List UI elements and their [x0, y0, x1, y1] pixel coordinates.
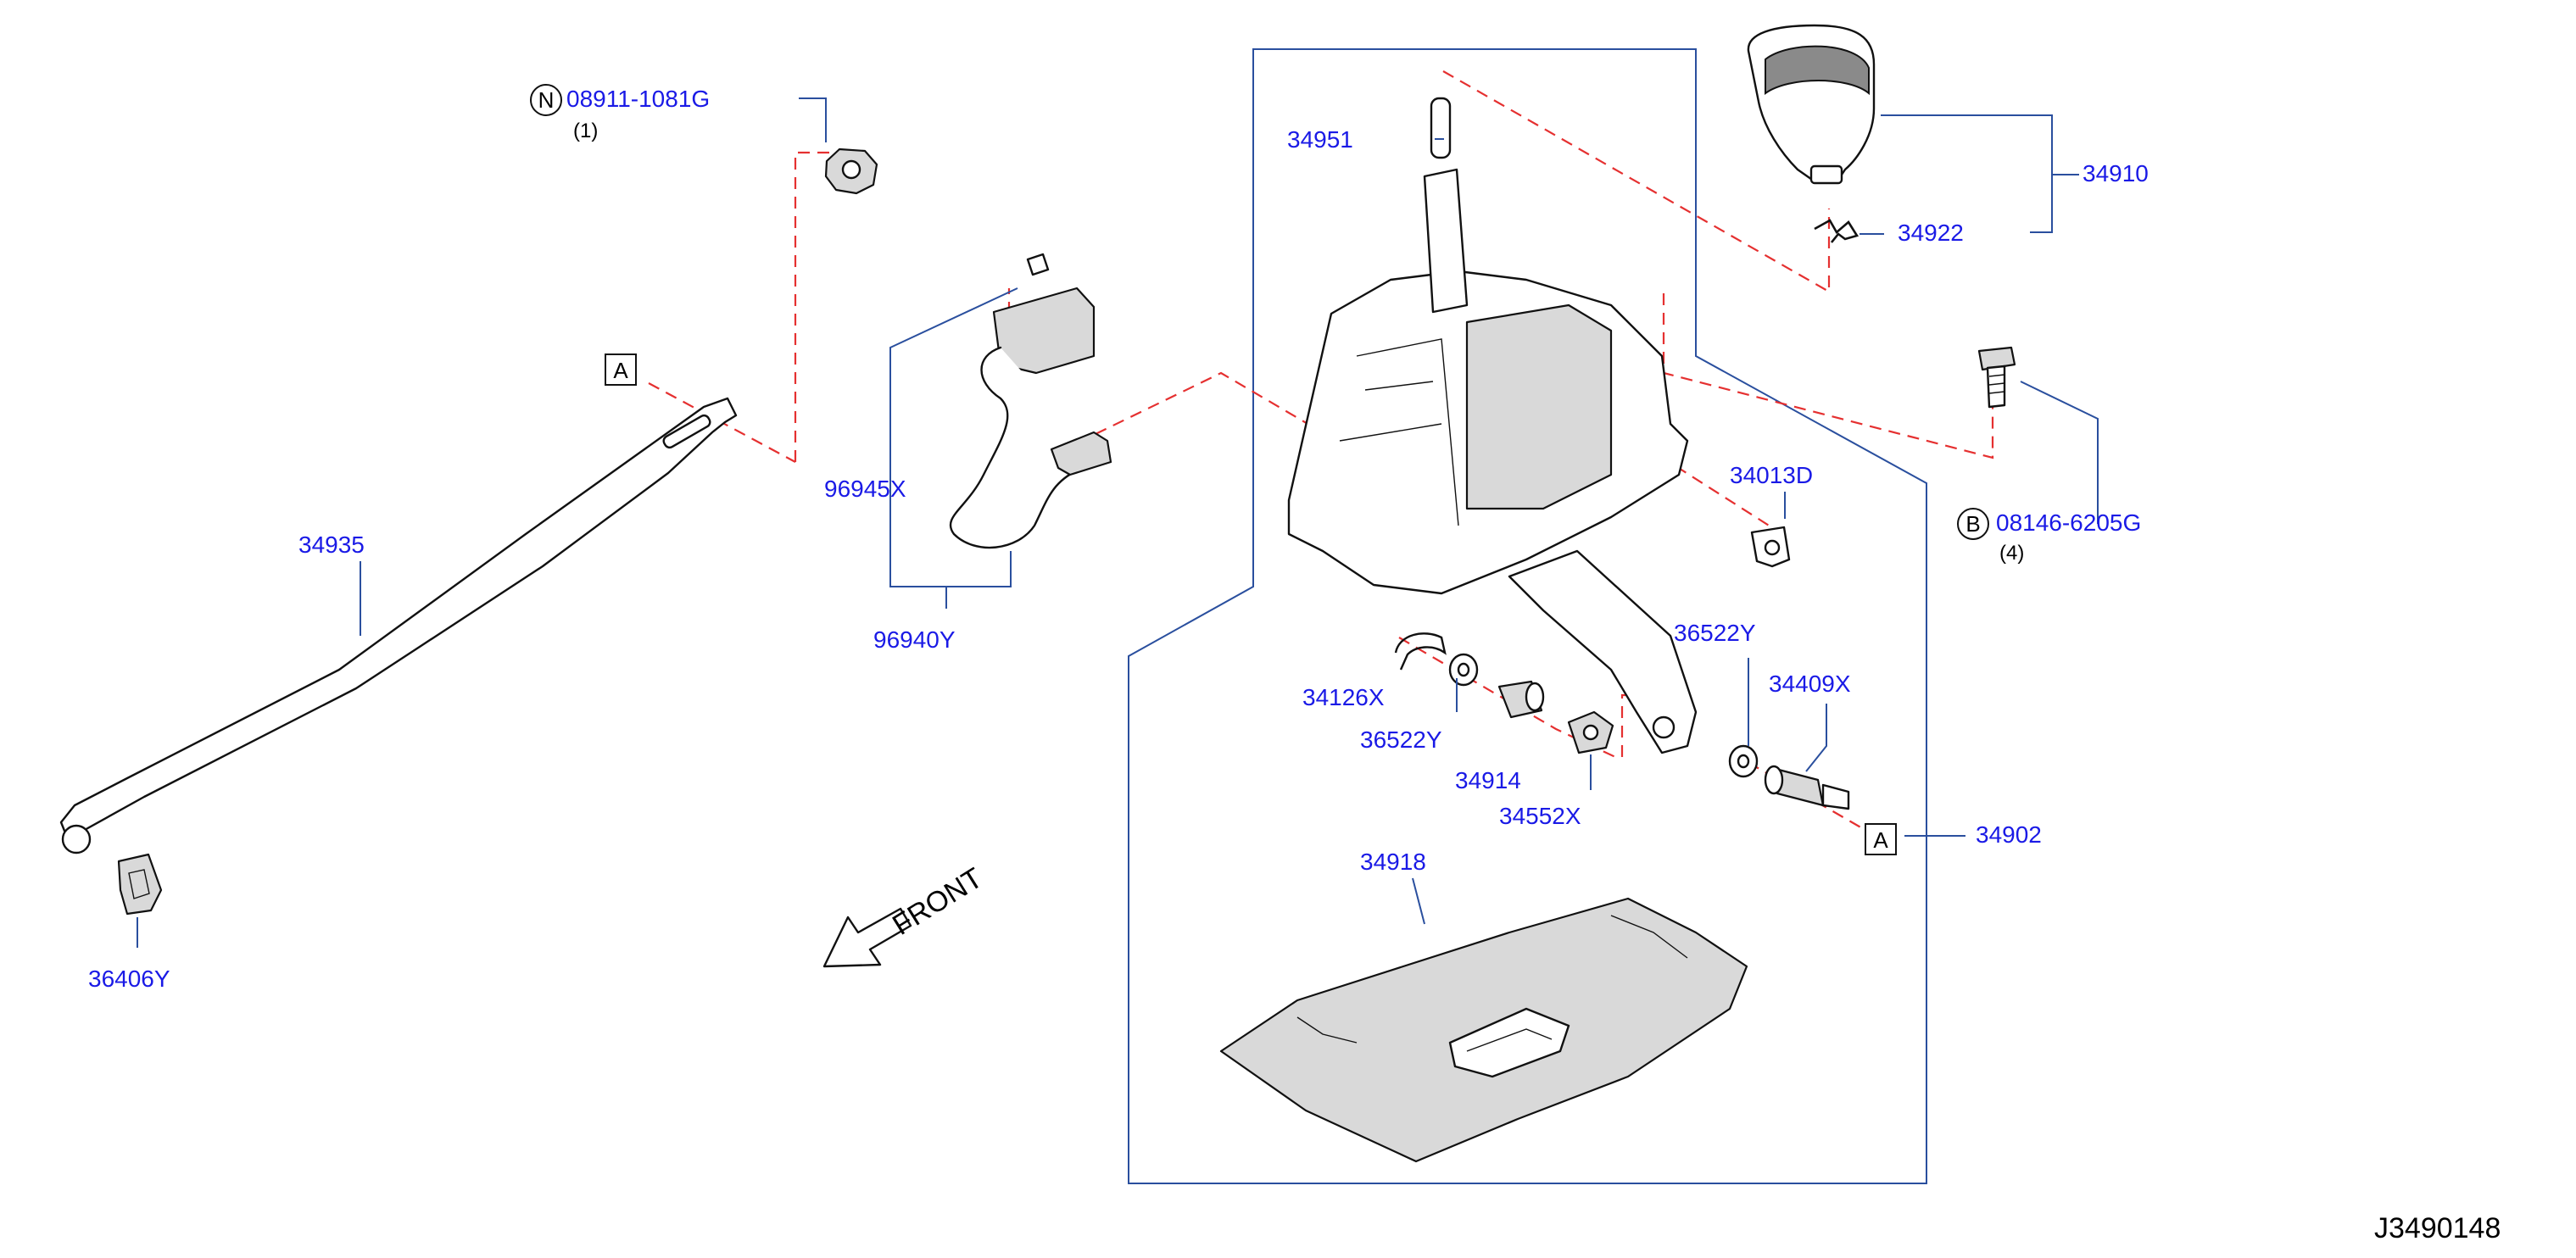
svg-text:N: N	[538, 87, 555, 113]
svg-text:B: B	[1965, 511, 1980, 537]
label-34902: 34902	[1976, 821, 2042, 848]
leader-lines	[137, 97, 2099, 948]
knob-34910	[1747, 24, 1876, 185]
label-34951: 34951	[1287, 126, 1353, 153]
bushing-34552X	[1567, 710, 1614, 754]
marker-a-right: A	[1865, 823, 1897, 855]
qty-08911: (1)	[573, 120, 598, 142]
reference-code: J3490148	[2374, 1212, 2501, 1244]
clip-34922	[1814, 219, 1860, 243]
svg-text:A: A	[1873, 827, 1888, 853]
label-96940Y: 96940Y	[873, 626, 956, 653]
front-arrow-icon	[822, 907, 912, 968]
pin-34126X	[1394, 632, 1447, 671]
label-34552X: 34552X	[1499, 803, 1581, 829]
label-34910: 34910	[2083, 160, 2149, 186]
shifter-assembly-34902	[1287, 168, 1698, 754]
harness-96940Y	[949, 253, 1112, 549]
svg-text:A: A	[613, 358, 628, 383]
qty-08146: (4)	[1999, 542, 2024, 565]
collar-34914	[1497, 680, 1545, 719]
washer-36522Y-left	[1448, 653, 1479, 687]
assembly-boundary	[1128, 48, 1927, 1184]
label-36522Y-left: 36522Y	[1360, 726, 1442, 753]
bolt-08146	[1977, 346, 2016, 409]
marker-a-left: A	[605, 353, 637, 386]
prefix-n-marker: N	[530, 84, 562, 116]
label-34935: 34935	[298, 532, 365, 558]
label-96945X: 96945X	[824, 476, 906, 502]
label-08146-6205G: 08146-6205G	[1996, 509, 2141, 536]
prefix-b-marker: B	[1957, 508, 1989, 540]
label-08911-1081G: 08911-1081G	[566, 86, 710, 112]
cover-34918	[1219, 897, 1748, 1163]
nut-08911	[824, 148, 878, 195]
label-34918: 34918	[1360, 849, 1426, 875]
label-34409X: 34409X	[1769, 671, 1851, 697]
label-34126X: 34126X	[1302, 684, 1385, 710]
washer-36522Y-right	[1728, 744, 1759, 778]
bolt-34013D	[1750, 526, 1791, 568]
pin-34951	[1430, 97, 1452, 159]
control-cable-34935	[59, 397, 738, 854]
pin-34409X	[1764, 765, 1850, 810]
label-34922: 34922	[1898, 220, 1964, 246]
label-36406Y: 36406Y	[88, 966, 170, 992]
label-34914: 34914	[1455, 767, 1521, 793]
label-34013D: 34013D	[1730, 462, 1813, 488]
label-36522Y-right: 36522Y	[1674, 620, 1756, 646]
clip-36406Y	[117, 853, 163, 916]
front-label: FRONT	[887, 862, 988, 942]
